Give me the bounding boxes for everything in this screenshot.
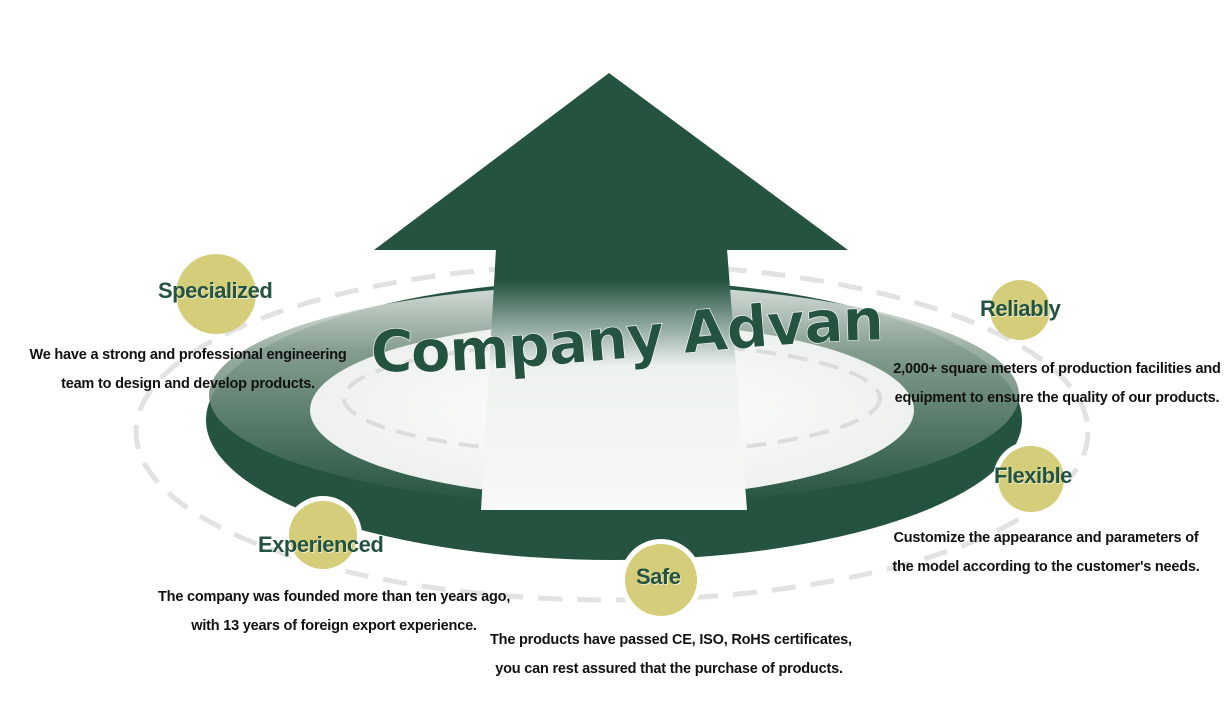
experienced-bubble	[289, 501, 357, 569]
flexible-description: Customize the appearance and parameters …	[886, 524, 1206, 582]
reliably-bubble	[990, 280, 1050, 340]
safe-description: The products have passed CE, ISO, RoHS c…	[490, 626, 852, 684]
reliably-title: Reliably	[980, 296, 1061, 321]
description-line: with 13 years of foreign export experien…	[191, 618, 477, 634]
experienced-title: Experienced	[258, 532, 384, 557]
specialized-title: Specialized	[158, 278, 273, 303]
safe-title: Safe	[636, 564, 681, 589]
description-line: equipment to ensure the quality of our p…	[894, 390, 1220, 406]
description-line: 2,000+ square meters of production facil…	[893, 361, 1221, 377]
description-line: Customize the appearance and parameters …	[893, 530, 1199, 546]
description-line: team to design and develop products.	[61, 376, 315, 392]
specialized-bubble	[176, 254, 256, 334]
flexible-title: Flexible	[994, 463, 1072, 488]
flexible-bubble	[998, 446, 1064, 512]
arrow-stem	[481, 249, 747, 510]
safe-bubble	[625, 544, 697, 616]
experienced-description: The company was founded more than ten ye…	[158, 583, 510, 641]
description-line: The company was founded more than ten ye…	[158, 589, 511, 605]
description-line: the model according to the customer's ne…	[892, 559, 1200, 575]
arrow-head	[374, 73, 848, 250]
description-line: you can rest assured that the purchase o…	[495, 661, 843, 677]
description-line: We have a strong and professional engine…	[29, 347, 347, 363]
reliably-description: 2,000+ square meters of production facil…	[888, 355, 1226, 413]
description-line: The products have passed CE, ISO, RoHS c…	[490, 632, 852, 648]
specialized-description: We have a strong and professional engine…	[26, 341, 350, 399]
